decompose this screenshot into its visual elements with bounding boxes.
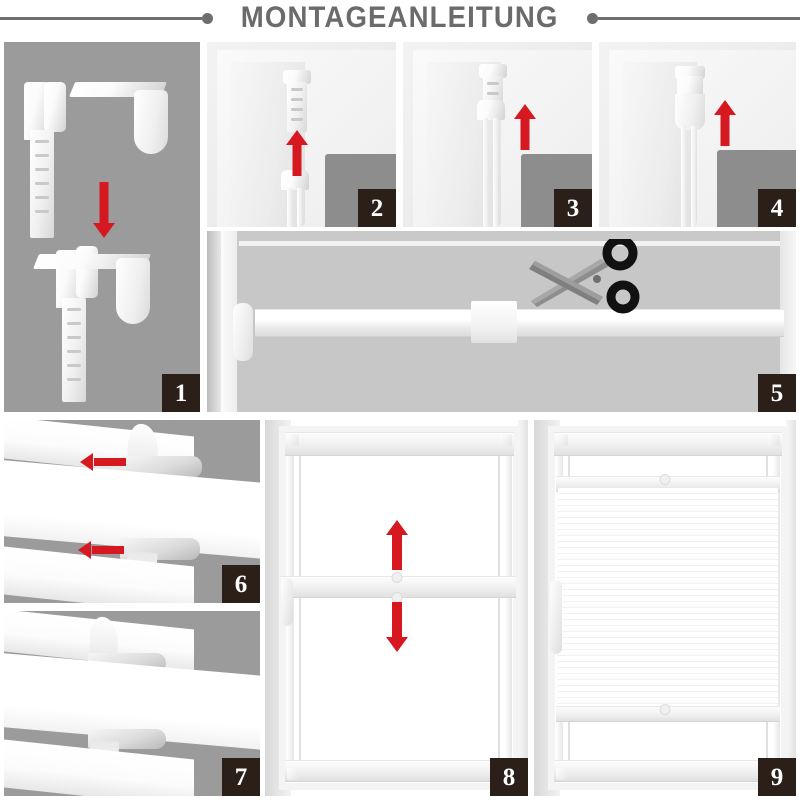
step-badge-1: 1 bbox=[162, 374, 200, 412]
bracket-ladder bbox=[483, 76, 503, 104]
step-badge-8: 8 bbox=[490, 758, 528, 796]
blind-rail-joint bbox=[471, 301, 517, 343]
rail-corner-top-right bbox=[768, 434, 780, 446]
window-reveal-left bbox=[207, 231, 221, 412]
step-4-illustration bbox=[599, 42, 796, 227]
blind-rail-connector bbox=[675, 94, 705, 130]
arrow-left-top bbox=[80, 452, 126, 472]
header-decoration-left bbox=[0, 12, 214, 24]
step-8-illustration bbox=[265, 420, 528, 796]
blind-handle bbox=[550, 580, 562, 654]
step-badge-6: 6 bbox=[222, 565, 260, 603]
step-panel-3: 3 bbox=[403, 42, 592, 227]
blind-rod-left bbox=[287, 188, 292, 227]
step-3-illustration bbox=[403, 42, 592, 227]
window-frame-left bbox=[221, 231, 237, 412]
step-9-illustration bbox=[534, 420, 796, 796]
rail-corner-top-left bbox=[556, 434, 568, 446]
step-panel-1: 1 bbox=[4, 42, 200, 412]
header-dot-left-icon bbox=[202, 12, 214, 24]
arrow-up bbox=[383, 520, 411, 570]
step-badge-5: 5 bbox=[758, 374, 796, 412]
rail-corner-bottom-left bbox=[287, 768, 299, 780]
instruction-panel-grid: 1 2 bbox=[0, 38, 800, 800]
blind-bottom-rail bbox=[285, 760, 514, 782]
upper-rail-grip bbox=[659, 474, 671, 485]
step-panel-7: 7 bbox=[4, 611, 260, 796]
arrow-down bbox=[383, 602, 411, 652]
lower-rail-grip bbox=[659, 704, 671, 715]
step-panel-9: 9 bbox=[534, 420, 796, 796]
step-badge-9: 9 bbox=[758, 758, 796, 796]
pleated-blind-fabric bbox=[558, 488, 778, 708]
rail-corner-top-left bbox=[287, 434, 299, 446]
blind-rod-left bbox=[483, 118, 488, 227]
step-panel-5: 5 bbox=[207, 231, 796, 412]
bracket-top-cap bbox=[479, 64, 507, 78]
blind-rail-right-section bbox=[517, 309, 784, 337]
bracket-body-upper bbox=[44, 82, 66, 132]
middle-rail-grip-top bbox=[391, 572, 402, 583]
bracket-ladder bbox=[287, 82, 307, 132]
blind-cord-right bbox=[498, 442, 500, 774]
bracket-top-cap bbox=[283, 70, 311, 84]
arrow-left-bottom bbox=[78, 540, 124, 560]
blind-rail-connector bbox=[281, 170, 309, 190]
step-5-illustration bbox=[207, 231, 796, 412]
bracket-cap-upper bbox=[134, 90, 168, 154]
blind-handle bbox=[281, 578, 293, 626]
bracket-top-cap bbox=[675, 66, 705, 79]
window-reveal-right bbox=[518, 420, 528, 796]
blind-bottom-rail bbox=[554, 760, 782, 782]
blind-rail-connector bbox=[477, 100, 505, 120]
blind-rod-left bbox=[681, 126, 686, 227]
arrow-up bbox=[285, 130, 309, 176]
arrow-up bbox=[713, 100, 737, 146]
step-7-illustration bbox=[4, 611, 260, 796]
rail-corner-bottom-left bbox=[556, 768, 568, 780]
blind-rail-end-cap bbox=[233, 303, 253, 361]
blind-rod-right bbox=[691, 126, 696, 227]
page-header: MONTAGEANLEITUNG bbox=[0, 0, 800, 36]
header-rule-right-line bbox=[597, 16, 800, 20]
blind-rail-left-section bbox=[255, 309, 471, 337]
window-sash bbox=[279, 426, 520, 790]
window-frame-right bbox=[780, 231, 796, 412]
header-dot-right-icon bbox=[586, 12, 598, 24]
step-badge-7: 7 bbox=[222, 758, 260, 796]
blind-top-rail bbox=[285, 432, 514, 456]
header-rule-left-line bbox=[0, 16, 203, 20]
page-title: MONTAGEANLEITUNG bbox=[241, 1, 559, 34]
step-panel-2: 2 bbox=[207, 42, 396, 227]
header-decoration-right bbox=[586, 12, 800, 24]
blind-top-rail bbox=[554, 432, 782, 456]
step-panel-4: 4 bbox=[599, 42, 796, 227]
blind-rod-right bbox=[297, 188, 302, 227]
window-glass-upper bbox=[239, 241, 780, 298]
rail-corner-top-right bbox=[500, 434, 512, 446]
arrow-up bbox=[513, 104, 537, 150]
bracket-ladder-upper bbox=[30, 130, 54, 238]
bracket-ladder-lower bbox=[62, 298, 86, 402]
window-reveal-right bbox=[786, 420, 796, 796]
arrow-down bbox=[92, 182, 116, 238]
bracket-cap-lower bbox=[116, 258, 150, 324]
step-badge-4: 4 bbox=[758, 189, 796, 227]
step-panel-6: 6 bbox=[4, 420, 260, 603]
blind-guide-right bbox=[505, 438, 512, 778]
scissors-icon bbox=[529, 239, 640, 314]
step-1-illustration bbox=[4, 42, 200, 412]
step-panel-8: 8 bbox=[265, 420, 528, 796]
step-6-illustration bbox=[4, 420, 260, 603]
step-badge-2: 2 bbox=[358, 189, 396, 227]
blind-rod-right bbox=[493, 118, 498, 227]
blind-cord-left bbox=[299, 442, 301, 774]
step-badge-3: 3 bbox=[554, 189, 592, 227]
